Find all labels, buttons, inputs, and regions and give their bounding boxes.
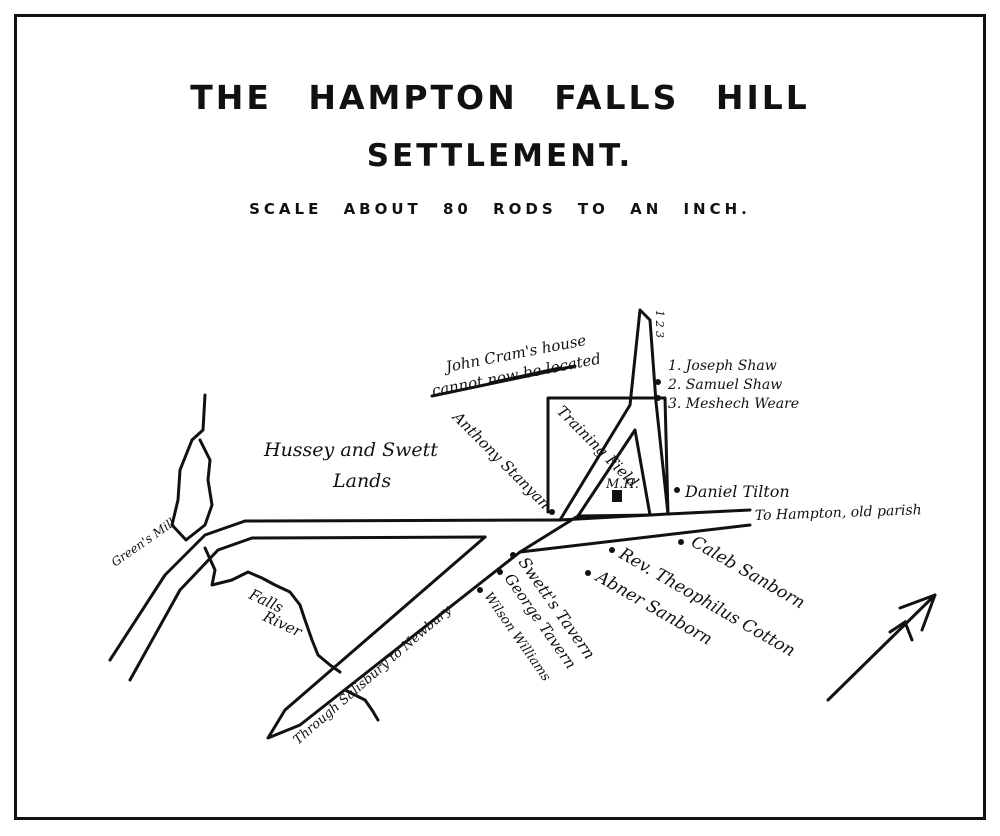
label-greens: Green's Mill [109,515,178,569]
dot-swetts [510,552,516,558]
hussey-line1: Hussey and Swett [263,439,438,461]
dot-daniel [674,487,680,493]
dot-abner [585,570,591,576]
label-anthony: Anthony Stanyan [448,407,554,513]
dot-caleb [678,539,684,545]
falls-river-lower [203,546,342,674]
map-scale: SCALE ABOUT 80 RODS TO AN INCH. [249,200,751,218]
label-daniel: Daniel Tilton [684,482,790,501]
dot-george [497,569,503,575]
label-falls2: River [259,607,305,641]
hampton-road-bottom [518,523,752,554]
salisbury-road-top [283,535,487,712]
hampton-road-top [666,508,752,516]
hussey-line2: Lands [332,470,391,492]
map-frame [14,14,986,820]
label-through: Through Salisbury to Newbury [291,602,455,748]
main-road-bottom [128,535,487,682]
label-mh: M.H. [605,477,639,492]
falls-river [170,393,214,542]
label-mesech: 3. Meshech Weare [668,396,799,412]
map-subtitle: SETTLEMENT. [366,138,634,174]
label-numbers: 1 2 3 [653,310,666,338]
main-road-top [108,518,562,662]
north-arrow-icon [826,593,937,702]
map-title: THE HAMPTON FALLS HILL [190,78,810,117]
label-samuel: 2. Samuel Shaw [667,377,782,393]
training-field [546,396,670,516]
triangle-road-outer [558,308,670,522]
label-joseph: 1. Joseph Shaw [668,358,777,374]
salisbury-road-bottom [298,550,522,727]
meeting-house-marker [612,490,622,502]
dot-anthony [549,509,555,515]
dot-williams [477,587,483,593]
label-hampton: To Hampton, old parish [755,502,922,524]
dot-rev [609,547,615,553]
